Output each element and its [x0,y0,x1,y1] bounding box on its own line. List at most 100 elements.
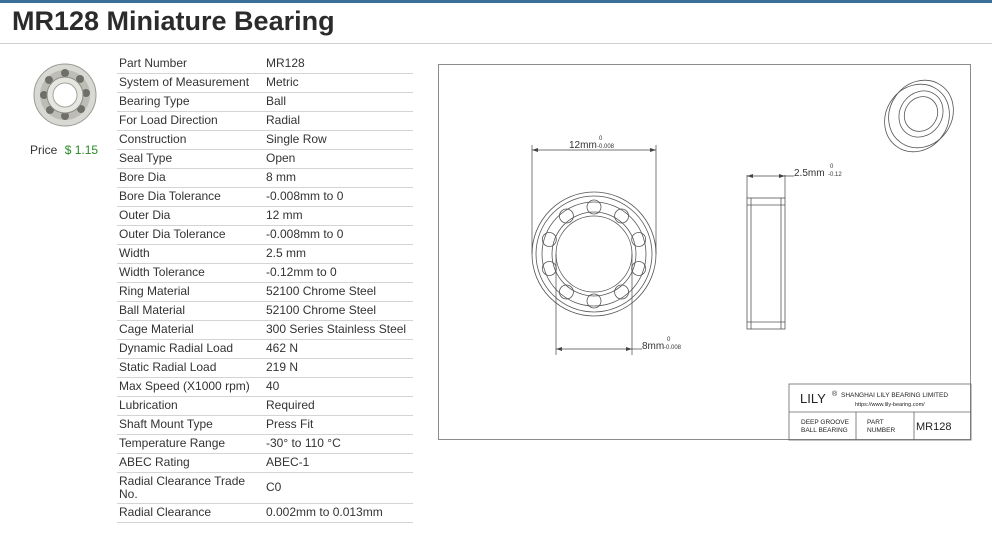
spec-value: 52100 Chrome Steel [264,282,413,302]
spec-label: Dynamic Radial Load [117,339,264,359]
spec-label: Bore Dia [117,168,264,188]
spec-label: Radial Clearance Trade No. [117,472,264,504]
brand-registered-mark: ® [832,390,838,398]
isometric-view [884,79,954,153]
outer-dim-label: 12mm [569,140,597,151]
price-row: Price $ 1.15 [30,143,98,157]
outer-tol-upper: 0 [599,136,603,142]
bearing-type-line1: DEEP GROOVE [801,419,850,426]
spec-label: Radial Clearance [117,503,264,523]
spec-label: Bore Dia Tolerance [117,187,264,207]
side-view [746,197,786,330]
spec-label: Temperature Range [117,434,264,454]
spec-value: 300 Series Stainless Steel [264,320,413,340]
spec-label: Outer Dia Tolerance [117,225,264,245]
spec-label: Ball Material [117,301,264,321]
brand-logo: LILY [800,391,826,406]
spec-value: -0.12mm to 0 [264,263,413,283]
spec-value: 12 mm [264,206,413,226]
spec-label: Construction [117,130,264,150]
title-divider [0,43,992,44]
top-accent-bar [0,0,992,3]
spec-value: Single Row [264,130,413,150]
spec-label: Cage Material [117,320,264,340]
spec-row: Radial Clearance Trade No.C0 [117,472,413,504]
width-dim-label: 2.5mm [794,168,825,179]
bore-tol-upper: 0 [667,337,671,343]
bore-tol-lower: -0.008 [664,345,682,351]
spec-label: System of Measurement [117,73,264,93]
title-block-part-number: MR128 [916,421,951,433]
part-number-label2: NUMBER [867,427,895,434]
spec-value: Required [264,396,413,416]
spec-value: Radial [264,111,413,131]
spec-value: -30° to 110 °C [264,434,413,454]
bearing-ball [631,232,647,247]
page-title: MR128 Miniature Bearing [12,6,335,36]
spec-row: Temperature Range-30° to 110 °C [117,434,413,454]
spec-value: 52100 Chrome Steel [264,301,413,321]
spec-label: Width Tolerance [117,263,264,283]
spec-value: -0.008mm to 0 [264,225,413,245]
spec-value: 219 N [264,358,413,378]
spec-value: 2.5 mm [264,244,413,264]
price-label: Price [30,143,58,157]
spec-value: Ball [264,92,413,112]
spec-row: Outer Dia Tolerance-0.008mm to 0 [117,225,413,245]
spec-value: 462 N [264,339,413,359]
spec-label: Width [117,244,264,264]
spec-label: Shaft Mount Type [117,415,264,435]
spec-label: For Load Direction [117,111,264,131]
outer-tol-lower: -0.008 [597,144,615,150]
bearing-thumbnail-icon[interactable] [32,60,98,128]
front-view [531,191,657,317]
spec-value: ABEC-1 [264,453,413,473]
bore-dim-label: 8mm [642,341,664,352]
bearing-ball [541,232,557,247]
spec-value: 0.002mm to 0.013mm [264,503,413,523]
technical-drawing: 12mm 0 -0.008 8mm 0 -0.008 2.5mm 0 -0.12 [438,64,972,441]
spec-value: -0.008mm to 0 [264,187,413,207]
spec-row: Width Tolerance-0.12mm to 0 [117,263,413,283]
bearing-ball [559,208,574,224]
spec-label: Ring Material [117,282,264,302]
spec-label: Lubrication [117,396,264,416]
spec-value: MR128 [264,54,413,74]
bearing-type-line2: BALL BEARING [801,427,848,434]
price-value: $ 1.15 [64,143,99,157]
spec-row: Bore Dia Tolerance-0.008mm to 0 [117,187,413,207]
width-tol-lower: -0.12 [828,172,842,178]
spec-label: Bearing Type [117,92,264,112]
spec-value: 40 [264,377,413,397]
part-number-label1: PART [867,419,884,426]
spec-value: 8 mm [264,168,413,188]
bearing-ball [614,208,630,224]
spec-label: Seal Type [117,149,264,169]
bearing-ball [586,199,602,215]
drawing-canvas: 12mm 0 -0.008 8mm 0 -0.008 2.5mm 0 -0.12 [531,79,972,441]
spec-label: Outer Dia [117,206,264,226]
bearing-ball [559,284,574,300]
spec-value: C0 [264,472,413,504]
company-website: https://www.lily-bearing.com/ [855,402,925,408]
spec-label: Static Radial Load [117,358,264,378]
